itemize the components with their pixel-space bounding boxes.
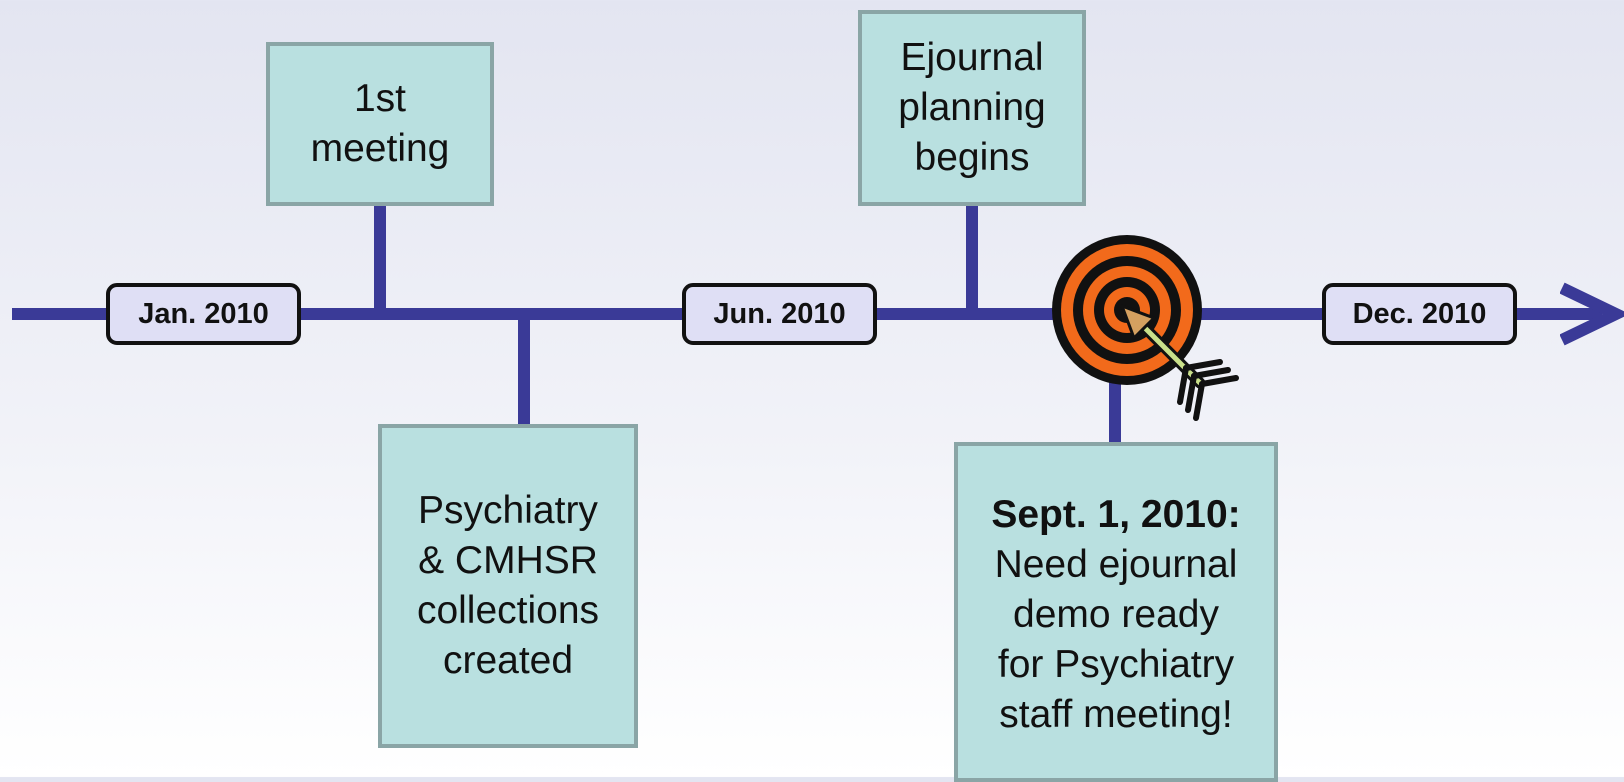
stem-first-meeting — [374, 203, 386, 311]
event-ejournal-line-1: Ejournal — [900, 36, 1044, 79]
stem-deadline — [1109, 370, 1121, 446]
arrow-icon — [1120, 304, 1239, 421]
event-collections-line-4: created — [442, 639, 574, 682]
event-deadline: Sept. 1, 2010: Need ejournal demo ready … — [954, 442, 1278, 782]
event-first-meeting-line-2: meeting — [310, 127, 450, 170]
event-collections-line-1: Psychiatry — [418, 489, 598, 532]
date-label-jun-2010: Jun. 2010 — [682, 283, 877, 345]
event-ejournal-planning: Ejournal planning begins — [858, 10, 1086, 206]
date-label-jan-2010: Jan. 2010 — [106, 283, 301, 345]
event-deadline-line-2: demo ready — [1013, 593, 1219, 636]
event-ejournal-line-3: begins — [914, 136, 1030, 179]
event-first-meeting: 1st meeting — [266, 42, 494, 206]
date-label-dec-2010: Dec. 2010 — [1322, 283, 1517, 345]
event-ejournal-line-2: planning — [898, 86, 1046, 129]
event-deadline-line-4: staff meeting! — [999, 693, 1233, 736]
target-icon — [1052, 235, 1239, 421]
event-deadline-heading: Sept. 1, 2010: — [991, 493, 1241, 536]
stem-collections-created — [518, 318, 530, 428]
event-collections-created: Psychiatry & CMHSR collections created — [378, 424, 638, 748]
event-collections-line-2: & CMHSR — [418, 539, 598, 582]
event-deadline-line-3: for Psychiatry — [997, 643, 1235, 686]
stem-ejournal-planning — [966, 203, 978, 311]
event-first-meeting-line-1: 1st — [353, 77, 407, 120]
event-deadline-line-1: Need ejournal — [994, 543, 1238, 586]
timeline-arrowhead-icon — [1560, 282, 1624, 346]
event-collections-line-3: collections — [416, 589, 600, 632]
